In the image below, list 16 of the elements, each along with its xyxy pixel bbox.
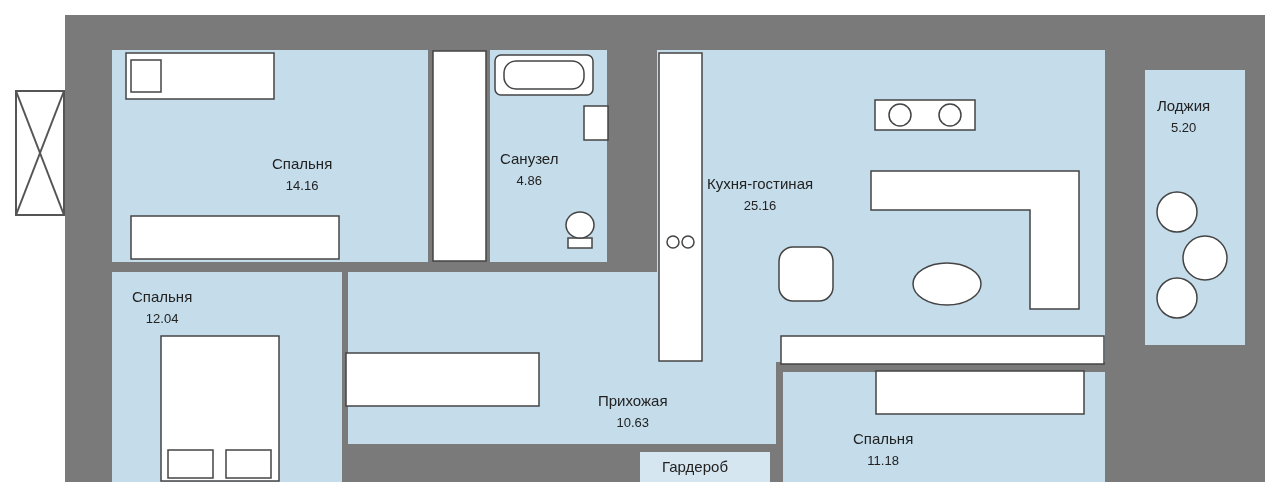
- area-value: 4.86: [515, 173, 543, 188]
- room-name: Спальня: [272, 155, 333, 172]
- room-name: Спальня: [132, 288, 193, 305]
- room-name: Кухня-гостиная: [707, 175, 814, 192]
- room-name: Гардероб: [662, 458, 728, 475]
- area-value: 10.63: [615, 415, 651, 430]
- area-value: 25.16: [742, 198, 778, 213]
- room-name: Санузел: [500, 150, 559, 167]
- room-name: Спальня: [853, 430, 914, 447]
- area-value: 14.16: [284, 178, 320, 193]
- wardrobe-area: [640, 452, 770, 482]
- area-value: 12.04: [144, 311, 180, 326]
- room-name: Прихожая: [598, 392, 668, 409]
- area-value: 5.20: [1169, 120, 1198, 135]
- area-value: 11.18: [866, 453, 900, 468]
- room-name: Лоджия: [1157, 97, 1211, 114]
